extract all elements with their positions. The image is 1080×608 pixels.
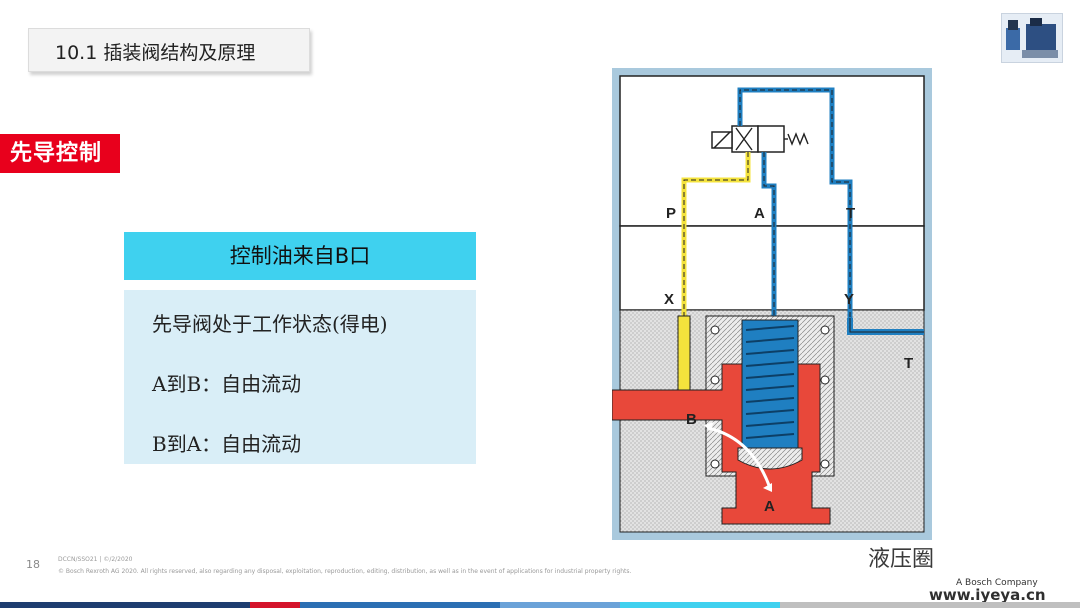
cartridge-valve-diagram: P A T X Y T B A bbox=[611, 68, 932, 540]
watermark-brand: 液压圈 bbox=[868, 547, 935, 572]
port-label-b: B bbox=[686, 411, 697, 428]
slide-title: 10.1 插装阀结构及原理 bbox=[55, 42, 256, 64]
footer-copyright: © Bosch Rexroth AG 2020. All rights rese… bbox=[58, 568, 632, 575]
flow-arrow bbox=[707, 426, 772, 489]
port-label-p: P bbox=[666, 205, 676, 222]
x-channel bbox=[677, 315, 691, 399]
pilot-valve-box-left bbox=[731, 125, 759, 153]
pilot-valve-box-right bbox=[757, 125, 785, 153]
info-line-pilot-state: 先导阀处于工作状态(得电) bbox=[152, 312, 388, 336]
watermark-url: www.iyeya.cn bbox=[929, 586, 1046, 604]
port-label-a: A bbox=[754, 205, 765, 222]
info-heading: 控制油来自B口 bbox=[124, 232, 476, 280]
footer-code: DCCN/SSO21 | ©/2/2020 bbox=[58, 556, 133, 563]
return-spring bbox=[787, 132, 809, 146]
page-number: 18 bbox=[26, 558, 40, 571]
slide-title-box: 10.1 插装阀结构及原理 bbox=[28, 28, 310, 72]
pilot-cross-arrows bbox=[735, 127, 753, 151]
port-label-y: Y bbox=[844, 291, 854, 308]
port-label-a-main: A bbox=[764, 498, 775, 515]
port-label-x: X bbox=[664, 291, 674, 308]
poppet-spring bbox=[745, 325, 795, 439]
bottom-color-strip bbox=[0, 602, 1080, 608]
poppet bbox=[737, 447, 803, 470]
watermark-sub: A Bosch Company bbox=[956, 578, 1038, 588]
pilot-control-badge: 先导控制 bbox=[0, 134, 120, 173]
port-label-t-body: T bbox=[904, 355, 913, 372]
info-line-a-to-b: A到B：自由流动 bbox=[152, 372, 302, 396]
product-logo-image bbox=[1001, 13, 1063, 63]
solenoid-slash bbox=[713, 131, 731, 149]
info-panel: 先导阀处于工作状态(得电) A到B：自由流动 B到A：自由流动 bbox=[124, 290, 476, 464]
port-label-t: T bbox=[846, 205, 855, 222]
info-line-b-to-a: B到A：自由流动 bbox=[152, 432, 302, 456]
